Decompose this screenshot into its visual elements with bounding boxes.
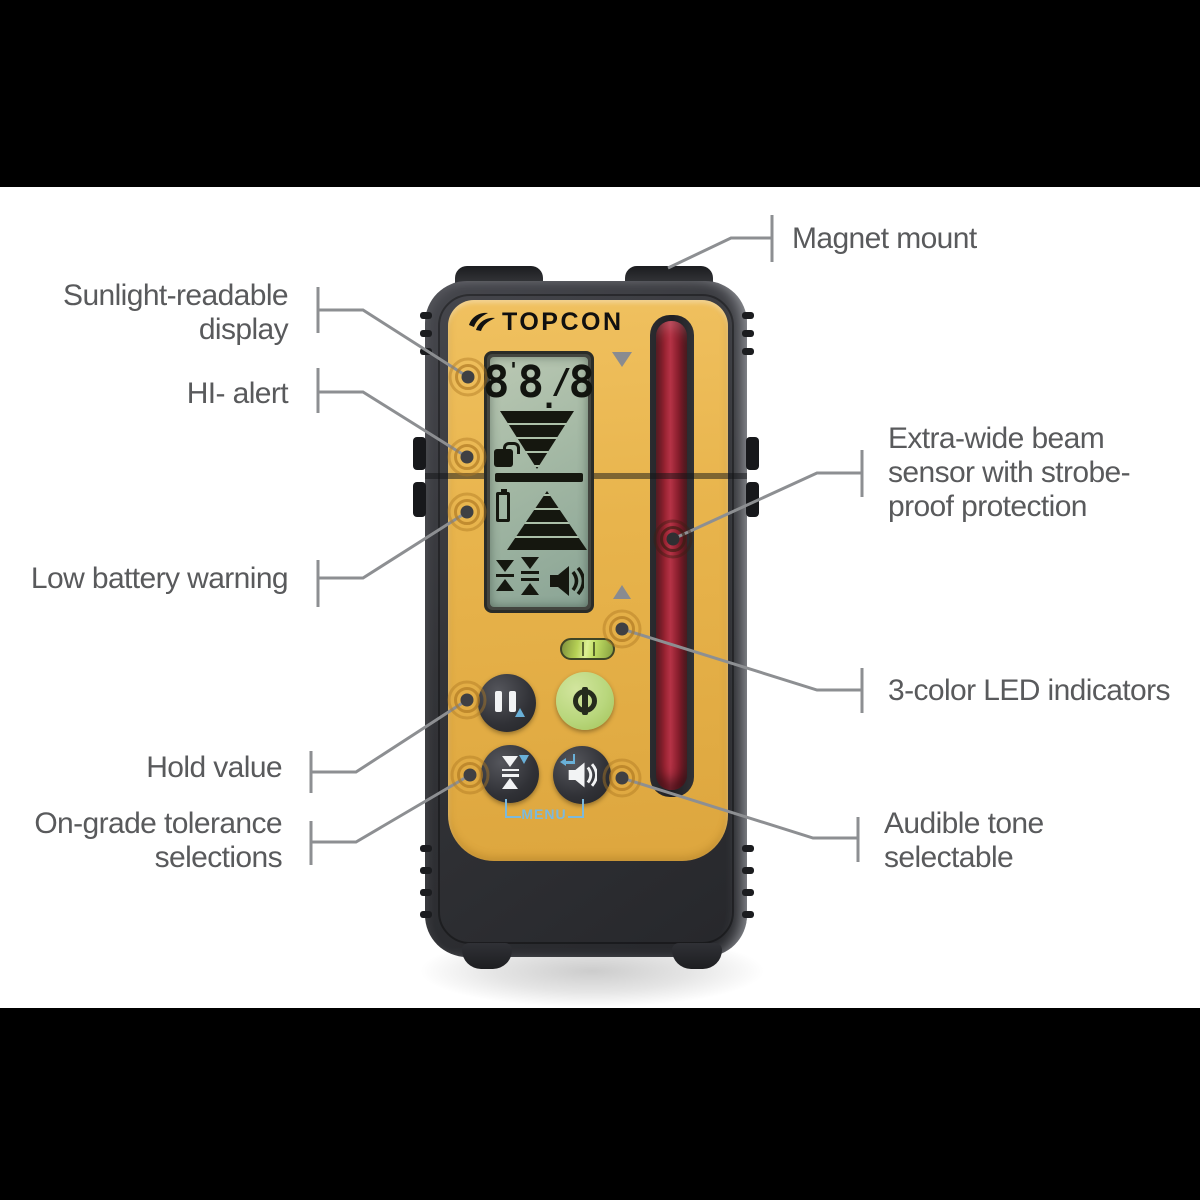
letterbox-bottom	[0, 1008, 1200, 1200]
hi-alert-target-dot	[447, 437, 487, 477]
label-led-indicators: 3-color LED indicators	[888, 674, 1171, 707]
grip-rib	[420, 330, 432, 337]
lcd-digits: 8 ' 8 . / 8	[483, 357, 595, 414]
low-battery-target-dot	[447, 492, 487, 532]
side-tab	[413, 482, 426, 517]
grip-rib	[420, 845, 432, 852]
beam-sensor-target-dot	[653, 519, 693, 559]
letterbox-top	[0, 0, 1200, 187]
lcd-on-grade-bar-icon	[495, 473, 583, 482]
label-hi-alert: HI- alert	[186, 377, 289, 410]
audio-button	[553, 746, 611, 804]
bubble-level-vial	[560, 638, 615, 660]
side-tab	[746, 482, 759, 517]
label-sunlight-display: Sunlight-readable display	[63, 279, 289, 346]
arrow-up-icon	[515, 708, 525, 717]
side-tab	[413, 437, 426, 470]
lcd-foot-mark: '	[507, 358, 520, 382]
hold-target-dot	[447, 680, 487, 720]
grip-rib	[742, 312, 754, 319]
lcd-hold-lock-icon	[494, 442, 520, 467]
arrow-down-icon	[519, 755, 529, 764]
on-grade-target-dot	[450, 755, 490, 795]
grip-rib	[420, 867, 432, 874]
grip-rib	[742, 845, 754, 852]
lcd-fine-tolerance-icon	[496, 560, 514, 591]
tolerance-arrows-icon	[494, 756, 526, 789]
power-button	[556, 672, 614, 730]
lcd-coarse-tolerance-icon	[521, 557, 539, 595]
pause-icon	[495, 691, 516, 712]
menu-bracket-right	[568, 799, 584, 818]
hold-button	[478, 674, 536, 732]
grip-rib	[742, 889, 754, 896]
lcd-digit: 8	[482, 357, 510, 408]
face-grade-marker-down-icon	[612, 352, 632, 367]
callout-target-dots	[447, 357, 693, 798]
grip-rib	[420, 312, 432, 319]
menu-bracket-left	[505, 799, 521, 818]
label-audible-tone: Audible tone selectable	[884, 807, 1044, 874]
body-seam	[438, 294, 734, 944]
label-on-grade-tolerance: On-grade tolerance selections	[34, 807, 282, 874]
device-foot	[672, 943, 722, 969]
tolerance-button	[481, 745, 539, 803]
display-target-dot	[448, 357, 488, 397]
label-magnet-mount: Magnet mount	[792, 222, 977, 255]
grip-rib	[742, 867, 754, 874]
audible-tone-target-dot	[602, 758, 642, 798]
grip-rib	[742, 330, 754, 337]
grip-rib	[742, 911, 754, 918]
side-tab	[746, 437, 759, 470]
grip-rib	[742, 348, 754, 355]
grip-rib	[420, 889, 432, 896]
grip-rib	[420, 911, 432, 918]
beam-sensor-window	[656, 321, 687, 790]
lcd-digit: 8	[517, 357, 545, 408]
label-beam-sensor: Extra-wide beam sensor with strobe- proo…	[888, 422, 1131, 523]
face-grade-marker-up-icon	[613, 585, 631, 599]
lcd-digit: 8	[568, 357, 596, 408]
lcd-battery-icon	[496, 489, 510, 522]
return-arrow-icon	[560, 754, 575, 767]
speaker-icon	[568, 762, 597, 788]
label-low-battery: Low battery warning	[30, 562, 289, 595]
device-foot	[462, 943, 512, 969]
label-hold-value: Hold value	[146, 751, 282, 784]
topcon-logo-icon	[469, 312, 495, 331]
brand-wordmark: TOPCON	[502, 308, 624, 336]
lcd-speaker-icon	[550, 566, 584, 596]
lcd-fraction-slash: /	[551, 362, 572, 402]
led-indicator-target-dot	[602, 609, 642, 649]
menu-label: MENU	[521, 806, 567, 822]
